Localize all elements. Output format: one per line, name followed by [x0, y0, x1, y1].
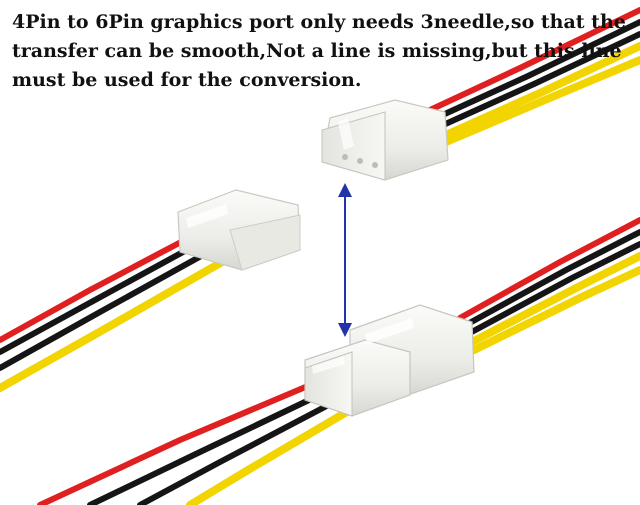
connector-pins: [342, 154, 378, 168]
left-wire-bundle: [0, 229, 226, 392]
connector-top-right: [321, 99, 449, 181]
caption-line-2: transfer can be smooth,Not a line is mis…: [12, 40, 622, 62]
bottom-left-wire-bundle: [37, 377, 354, 505]
caption-text: 4Pin to 6Pin graphics port only needs 3n…: [12, 8, 626, 95]
connector-bottom-pair: [304, 304, 475, 417]
caption-line-3: must be used for the conversion.: [12, 69, 362, 91]
connector-left: [177, 189, 301, 271]
bottom-right-wire-bundle: [457, 217, 640, 354]
top-right-wire-bundle: [427, 7, 640, 146]
caption-line-1: 4Pin to 6Pin graphics port only needs 3n…: [12, 11, 626, 33]
